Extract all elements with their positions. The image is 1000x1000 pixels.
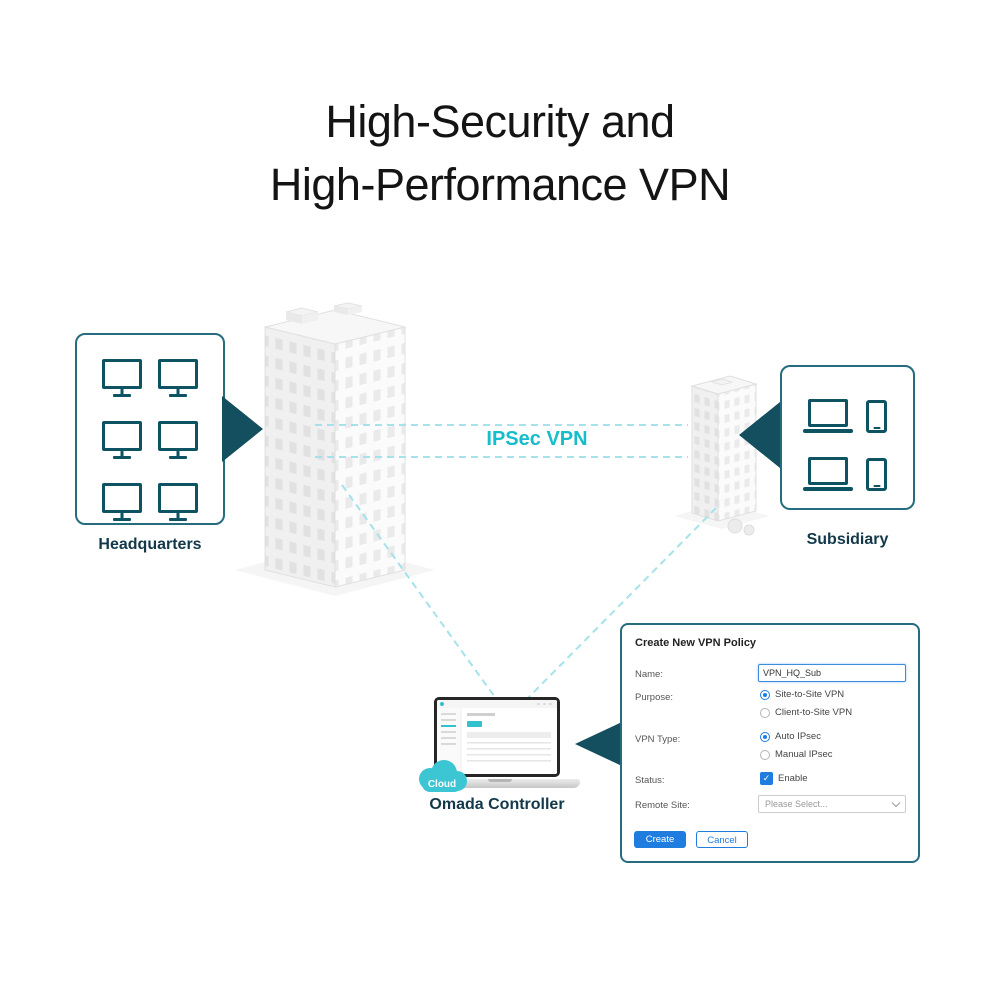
select-value: Please Select...	[765, 799, 828, 809]
title-line-1: High-Security and	[325, 96, 675, 147]
chevron-down-icon	[891, 798, 901, 808]
cloud-badge: Cloud	[419, 760, 467, 792]
radio-unselected-icon[interactable]	[760, 707, 770, 718]
form-pointer	[575, 722, 622, 766]
create-button[interactable]: Create	[634, 831, 686, 848]
radio-client-to-site[interactable]: Client-to-Site VPN	[760, 707, 852, 718]
headquarters-label: Headquarters	[98, 536, 202, 553]
subsidiary-device-row	[803, 457, 887, 491]
desktop-computer-icon	[102, 359, 142, 389]
controller-laptop-base	[420, 779, 580, 788]
controller-laptop-screen	[434, 697, 560, 777]
desktop-computer-icon	[102, 483, 142, 513]
radio-label: Auto IPsec	[775, 731, 821, 742]
vpn-name-input[interactable]	[758, 664, 906, 682]
laptop-icon	[803, 457, 853, 491]
radio-auto-ipsec[interactable]: Auto IPsec	[760, 731, 821, 742]
controller-ui-preview	[437, 700, 557, 774]
checkmark-icon[interactable]: ✓	[760, 772, 773, 785]
radio-selected-icon[interactable]	[760, 689, 770, 700]
radio-label: Site-to-Site VPN	[775, 689, 845, 700]
controller-label: Omada Controller	[429, 796, 565, 813]
checkbox-label: Enable	[778, 773, 808, 784]
purpose-field-label: Purpose:	[635, 692, 674, 703]
desktop-computer-icon	[158, 483, 198, 513]
title-line-2: High-Performance VPN	[269, 159, 731, 210]
radio-manual-ipsec[interactable]: Manual IPsec	[760, 749, 833, 760]
radio-unselected-icon[interactable]	[760, 749, 770, 760]
remote-site-select[interactable]: Please Select...	[758, 795, 906, 813]
enable-checkbox-row[interactable]: ✓ Enable	[760, 772, 808, 785]
subsidiary-device-row	[803, 399, 887, 433]
headquarters-panel	[75, 333, 225, 525]
name-field-label: Name:	[635, 669, 663, 680]
page-title: High-Security and High-Performance VPN	[0, 90, 1000, 216]
vpn-type-field-label: VPN Type:	[635, 734, 681, 745]
phone-icon	[866, 458, 887, 491]
ipsec-vpn-label: IPSec VPN	[486, 428, 588, 450]
subsidiary-label: Subsidiary	[806, 531, 889, 548]
radio-selected-icon[interactable]	[760, 731, 770, 742]
status-field-label: Status:	[635, 775, 665, 786]
remote-site-field-label: Remote Site:	[635, 800, 690, 811]
form-title: Create New VPN Policy	[635, 637, 757, 649]
vpn-policy-form: Create New VPN Policy Name: Purpose: Sit…	[620, 623, 920, 863]
headquarters-pointer	[222, 396, 263, 462]
desktop-computer-icon	[158, 421, 198, 451]
controller-laptop	[420, 697, 580, 793]
cloud-badge-label: Cloud	[428, 779, 456, 790]
radio-label: Manual IPsec	[775, 749, 833, 760]
subsidiary-pointer	[739, 402, 780, 468]
laptop-icon	[803, 399, 853, 433]
radio-site-to-site[interactable]: Site-to-Site VPN	[760, 689, 844, 700]
subsidiary-panel	[780, 365, 915, 510]
desktop-computer-icon	[102, 421, 142, 451]
cancel-button[interactable]: Cancel	[696, 831, 748, 848]
radio-label: Client-to-Site VPN	[775, 707, 853, 718]
desktop-computer-icon	[158, 359, 198, 389]
phone-icon	[866, 400, 887, 433]
